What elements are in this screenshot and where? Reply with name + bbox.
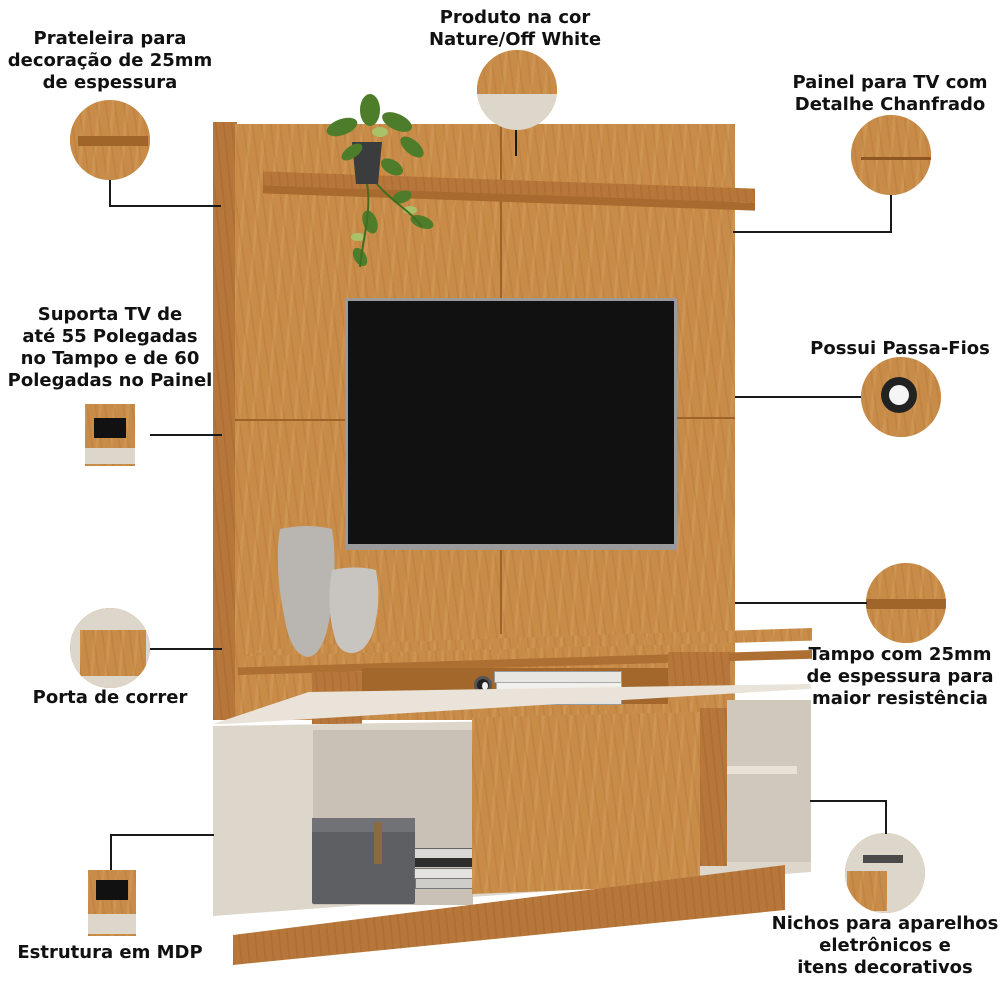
detail-circle-door [70, 608, 150, 688]
detail-circle-niches [845, 833, 925, 913]
connector-line [110, 834, 214, 836]
detail-circle-color [477, 50, 557, 130]
panel-side-edge [213, 122, 237, 720]
connector-line [890, 195, 892, 233]
connector-line [109, 180, 111, 206]
plant-icon [322, 92, 442, 282]
caption-product-color: Produto na cor Nature/Off White [428, 7, 602, 50]
chamfer-line [675, 417, 735, 419]
caption-structure: Estrutura em MDP [17, 942, 203, 963]
detail-circle-top [866, 563, 946, 643]
connector-line [150, 434, 222, 436]
cable-grommet-icon [881, 377, 917, 413]
caption-sliding-door: Porta de correr [32, 687, 188, 708]
connector-line [735, 602, 867, 604]
caption-panel: Painel para TV com Detalhe Chanfrado [792, 72, 988, 115]
connector-line [735, 396, 861, 398]
chamfer-line [500, 124, 502, 299]
thumbnail-tv-panel [85, 404, 135, 466]
thumbnail-structure [88, 870, 136, 936]
connector-line [515, 130, 517, 156]
connector-line [110, 834, 112, 870]
tv [345, 298, 677, 550]
right-niche [727, 700, 811, 862]
connector-line [109, 205, 221, 207]
chamfer-line [235, 419, 345, 421]
caption-cable-pass: Possui Passa-Fios [810, 338, 990, 359]
detail-circle-chamfer [851, 115, 931, 195]
sliding-door [472, 712, 700, 894]
connector-line [733, 231, 892, 233]
connector-line [150, 648, 222, 650]
chamfer-line [500, 544, 502, 634]
sliding-door-edge [700, 708, 727, 866]
caption-tv-support: Suporta TV de até 55 Polegadas no Tampo … [7, 304, 213, 391]
connector-line [810, 800, 886, 802]
tv-screen [348, 301, 674, 544]
box-icon [312, 818, 415, 904]
caption-niches: Nichos para aparelhos eletrônicos e iten… [771, 913, 999, 978]
caption-table-top: Tampo com 25mm de espessura para maior r… [806, 644, 994, 709]
caption-shelf: Prateleira para decoração de 25mm de esp… [7, 28, 213, 93]
vase-icon [272, 525, 382, 660]
right-niche-shelf [727, 766, 797, 774]
connector-line [885, 800, 887, 834]
detail-circle-cable [861, 357, 941, 437]
detail-circle-shelf [70, 100, 150, 180]
books-icon [414, 848, 475, 890]
